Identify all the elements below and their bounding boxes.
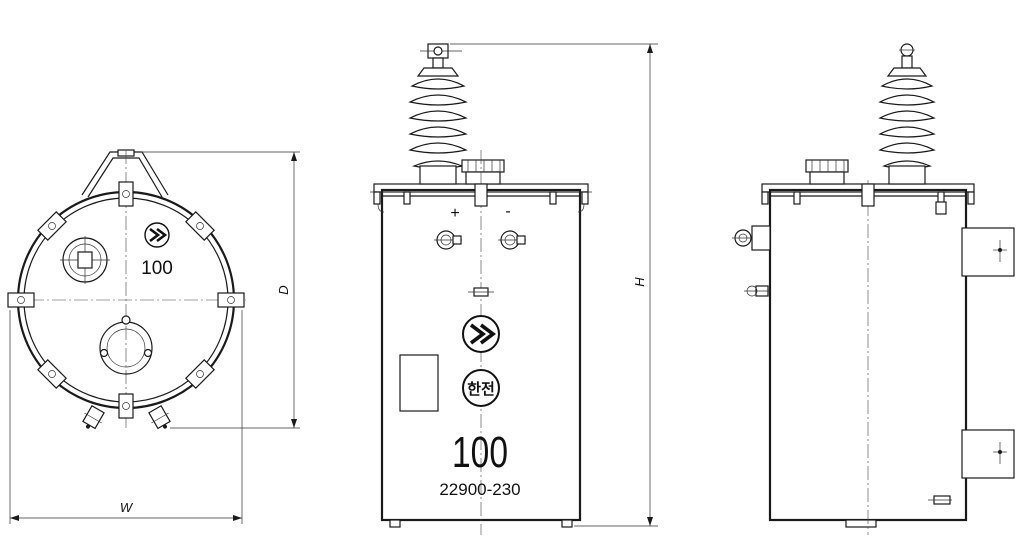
drain-valve [928, 495, 952, 505]
clamp-right [217, 292, 245, 308]
clamp-lower-left [37, 359, 67, 389]
lv-bushing-right [148, 405, 171, 430]
dim-height: H [450, 43, 658, 527]
terminal-minus [498, 230, 526, 250]
lv-cover-top [99, 315, 153, 375]
relief-valve-side [805, 159, 849, 185]
hv-bushing-front [408, 43, 468, 185]
clamp-lower-right [185, 359, 215, 389]
svg-text:H: H [632, 277, 647, 287]
front-capacity-label: 100 [452, 428, 508, 477]
dim-width: W [9, 310, 243, 524]
brand-logo-icon [462, 315, 500, 353]
svg-text:D: D [276, 285, 291, 294]
clamp-upper-left [37, 211, 67, 241]
clamp-bottom [118, 393, 134, 419]
hanger-bracket-lower [961, 429, 1015, 479]
front-view: + - 한전 [370, 43, 658, 535]
terminal-plus [434, 230, 462, 250]
svg-text:W: W [120, 500, 134, 515]
side-view [732, 43, 1015, 535]
terminal-minus-label: - [505, 203, 510, 220]
nameplate [399, 354, 439, 412]
svg-text:한전: 한전 [467, 381, 495, 398]
front-fitting [468, 287, 494, 297]
lv-bushing-side [732, 225, 771, 251]
terminal-plus-label: + [450, 205, 459, 222]
hanger-bracket-upper [961, 227, 1015, 277]
lv-bushing-left [82, 405, 105, 430]
dim-depth: D [140, 151, 300, 429]
hv-bushing-side [878, 43, 936, 185]
kepco-logo-icon: 한전 [462, 369, 500, 407]
brand-logo-icon [144, 222, 170, 248]
clamp-top [118, 181, 134, 207]
clamp-upper-right [185, 211, 215, 241]
front-voltage-label: 22900-230 [439, 480, 520, 499]
hv-bushing-top [60, 236, 110, 284]
relief-valve-front [461, 159, 505, 185]
top-view: 100 D [7, 149, 300, 524]
top-capacity-label: 100 [141, 258, 173, 279]
side-fitting [744, 285, 770, 297]
clamp-left [7, 292, 35, 308]
